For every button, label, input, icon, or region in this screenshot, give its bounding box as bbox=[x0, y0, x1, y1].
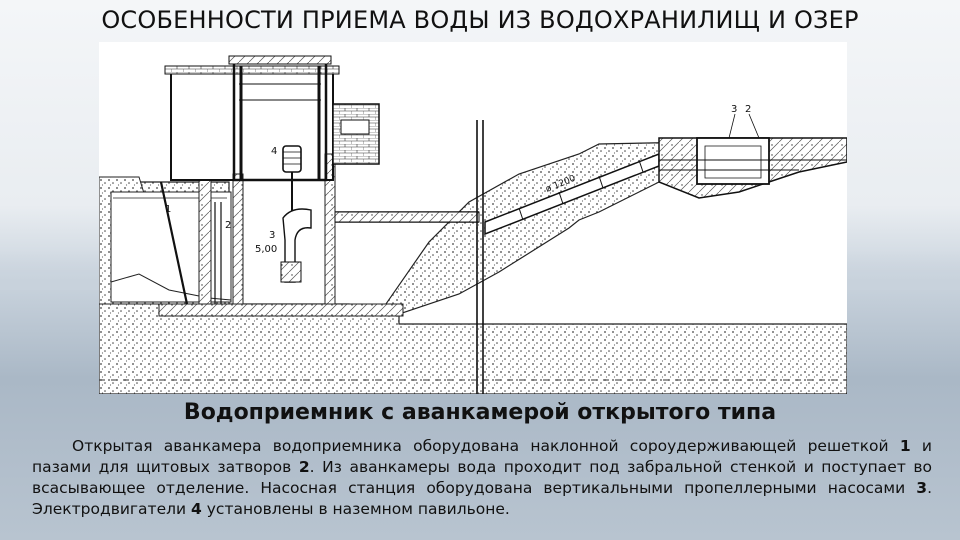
intake-wall bbox=[232, 173, 244, 307]
label-top-mark-2: 2 bbox=[745, 104, 751, 115]
motor bbox=[282, 145, 302, 173]
slide-title: ОСОБЕННОСТИ ПРИЕМА ВОДЫ ИЗ ВОДОХРАНИЛИЩ … bbox=[101, 6, 859, 34]
callout-number: 3 bbox=[916, 479, 928, 497]
label-mark-4: 4 bbox=[271, 146, 277, 157]
forebay-wall bbox=[198, 179, 212, 311]
description-text: Открытая аванкамера водоприемника оборуд… bbox=[72, 437, 900, 455]
chamber-pipe bbox=[659, 159, 847, 171]
description-text: и пазами для щитовых затворов bbox=[32, 437, 932, 476]
crane-tower-cap bbox=[228, 55, 332, 65]
motor-fins bbox=[283, 151, 301, 165]
gate-slots bbox=[214, 202, 222, 304]
description-text: . Электродвигатели bbox=[32, 479, 932, 518]
inclined-screen bbox=[159, 181, 189, 305]
pump-bell bbox=[280, 261, 302, 283]
label-top-mark-3: 3 bbox=[731, 104, 737, 115]
technical-drawing: 5,00 ø 1200 4 3 2 1 3 2 bbox=[99, 42, 847, 394]
description-text: установлены в наземном павильоне. bbox=[201, 500, 510, 518]
valve-chamber-inner bbox=[704, 145, 762, 179]
annex-window bbox=[340, 119, 370, 135]
drawing-svg: 5,00 ø 1200 4 3 2 1 3 2 bbox=[99, 55, 847, 394]
description-text: . Из аванкамеры вода проходит под забрал… bbox=[32, 458, 932, 497]
callout-number: 4 bbox=[191, 500, 202, 518]
discharge-pipe-body bbox=[334, 211, 480, 223]
leader-lines bbox=[728, 113, 760, 139]
valve-chamber bbox=[696, 137, 770, 185]
description-paragraph: Открытая аванкамера водоприемника оборуд… bbox=[32, 436, 932, 520]
label-mark-3: 3 bbox=[269, 230, 275, 241]
label-mark-1: 1 bbox=[165, 204, 171, 215]
crane-columns bbox=[239, 66, 321, 180]
crane-girders bbox=[239, 83, 321, 101]
label-mark-2: 2 bbox=[225, 220, 231, 231]
base-slab bbox=[158, 303, 404, 317]
pavilion-frame bbox=[170, 71, 334, 181]
forebay-bottom bbox=[110, 273, 232, 301]
label-level: 5,00 bbox=[255, 244, 277, 255]
sheet-pile bbox=[476, 120, 484, 394]
pavilion-roof bbox=[164, 65, 340, 75]
pressure-pipe-joints bbox=[518, 159, 644, 221]
callout-number: 1 bbox=[899, 437, 911, 455]
figure-caption: Водоприемник с аванкамерой открытого тип… bbox=[183, 400, 777, 425]
callout-number: 2 bbox=[298, 458, 310, 476]
crane-tower bbox=[232, 60, 328, 182]
